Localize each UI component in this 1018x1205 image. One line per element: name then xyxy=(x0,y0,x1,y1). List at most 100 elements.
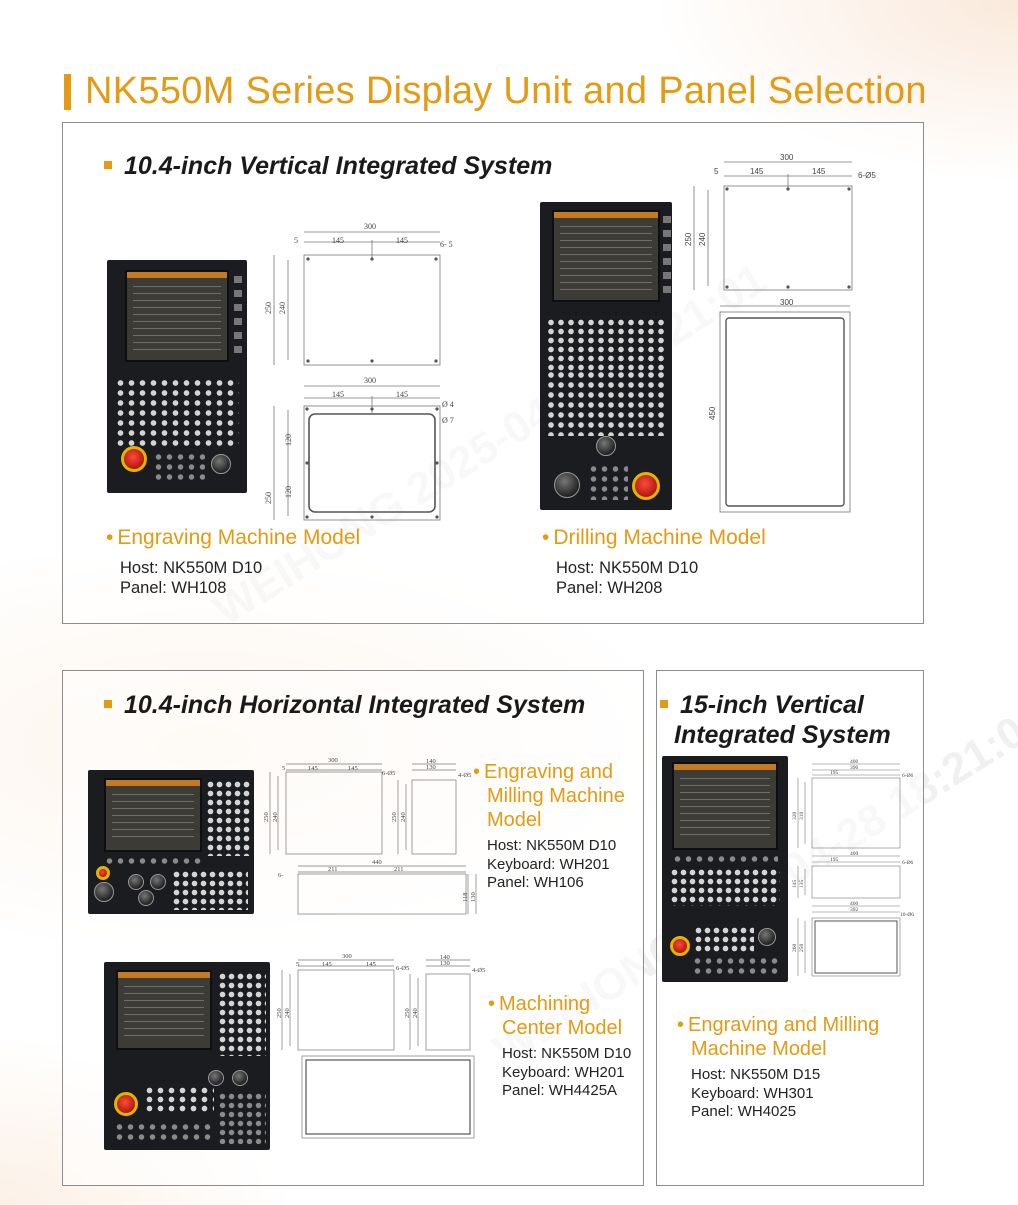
spec-keyboard: Keyboard: WH201 xyxy=(502,1063,625,1081)
bullet-square-icon xyxy=(104,161,112,169)
section-title: 10.4-inch Vertical Integrated System xyxy=(124,152,553,180)
svg-text:390: 390 xyxy=(850,765,859,771)
svg-text:310: 310 xyxy=(799,812,805,821)
engraving-panel-drawing-top: 300 5 145 145 6- 5 250 240 xyxy=(264,222,453,366)
drilling-panel-drawing-top: 300 5 145 145 6-Ø5 250 240 xyxy=(684,153,876,291)
svg-text:240: 240 xyxy=(412,1008,419,1018)
machining-center-device-image xyxy=(104,962,270,1150)
svg-text:250: 250 xyxy=(391,812,398,822)
svg-text:300: 300 xyxy=(342,953,352,960)
svg-text:300: 300 xyxy=(780,153,794,162)
svg-text:118: 118 xyxy=(462,892,469,902)
svg-text:250: 250 xyxy=(263,812,270,822)
bullet-square-icon xyxy=(660,700,668,708)
machining-center-panel-drawing: 300 5 145 145 6-Ø5 250 240 140 130 4-Ø5 … xyxy=(276,953,485,1139)
engraving-milling-device-image xyxy=(88,770,254,914)
spec-keyboard: Keyboard: WH301 xyxy=(691,1084,814,1102)
svg-text:130: 130 xyxy=(470,892,477,902)
svg-text:145: 145 xyxy=(366,961,376,968)
svg-text:240: 240 xyxy=(284,1008,291,1018)
svg-text:4-Ø5: 4-Ø5 xyxy=(472,967,485,974)
drilling-panel-drawing-bottom: 300 450 xyxy=(708,298,851,513)
svg-text:145: 145 xyxy=(348,765,358,772)
spec-panel: Panel: WH4025 xyxy=(691,1103,797,1120)
svg-text:260: 260 xyxy=(792,944,798,953)
spec-panel: Panel: WH208 xyxy=(556,579,663,597)
spec-panel: Panel: WH106 xyxy=(487,874,584,891)
model-name: Engraving Machine Model xyxy=(117,526,361,549)
svg-text:145: 145 xyxy=(332,390,344,399)
dim-height-outer: 250 xyxy=(264,302,273,314)
svg-text:120: 120 xyxy=(284,434,293,446)
svg-text:5: 5 xyxy=(282,765,285,772)
svg-text:6-Ø5: 6-Ø5 xyxy=(382,770,395,777)
svg-text:440: 440 xyxy=(372,859,382,866)
spec-keyboard: Keyboard: WH201 xyxy=(487,855,610,873)
svg-text:145: 145 xyxy=(396,390,408,399)
engraving-machine-model: •Engraving Machine Model Host: NK550M D1… xyxy=(106,526,361,597)
page-title-row: NK550M Series Display Unit and Panel Sel… xyxy=(64,70,927,113)
svg-text:145: 145 xyxy=(812,167,826,176)
svg-text:195: 195 xyxy=(830,857,839,863)
svg-text:130: 130 xyxy=(426,764,436,771)
svg-text:6-Ø5: 6-Ø5 xyxy=(396,965,409,972)
engraving-milling-machine-model: •Engraving and Milling Machine Model Hos… xyxy=(473,761,625,891)
svg-text:140: 140 xyxy=(426,758,436,765)
svg-text:5: 5 xyxy=(296,961,299,968)
spec-panel: Panel: WH108 xyxy=(120,579,227,597)
svg-text:6-Ø5: 6-Ø5 xyxy=(858,171,876,180)
svg-text:145: 145 xyxy=(322,961,332,968)
svg-text:250: 250 xyxy=(276,1008,283,1018)
svg-text:10-Ø6: 10-Ø6 xyxy=(900,912,914,918)
drilling-machine-model: •Drilling Machine Model Host: NK550M D10… xyxy=(542,526,766,597)
svg-text:6-Ø6: 6-Ø6 xyxy=(902,860,914,866)
svg-text:250: 250 xyxy=(404,1008,411,1018)
svg-text:300: 300 xyxy=(364,376,376,385)
title-accent-bar xyxy=(64,73,71,110)
dim-half2: 145 xyxy=(396,236,408,245)
svg-text:195: 195 xyxy=(830,770,839,776)
svg-text:145: 145 xyxy=(750,167,764,176)
svg-text:240: 240 xyxy=(698,232,707,246)
svg-text:250: 250 xyxy=(264,492,273,504)
drilling-machine-device-image xyxy=(540,202,672,510)
dim-height-inner: 240 xyxy=(278,302,287,314)
svg-text:Ø 4: Ø 4 xyxy=(442,400,454,409)
model-name: Drilling Machine Model xyxy=(553,526,766,549)
section-title: 10.4-inch Horizontal Integrated System xyxy=(124,691,586,719)
engraving-panel-drawing-bottom: 300 145 145 Ø 4 Ø 7 250 120 120 xyxy=(264,376,454,521)
spec-host: Host: NK550M D15 xyxy=(691,1066,821,1083)
engraving-machine-device-image xyxy=(107,260,247,493)
bullet-square-icon xyxy=(104,700,112,708)
svg-text:450: 450 xyxy=(708,406,717,420)
svg-text:400: 400 xyxy=(850,759,859,765)
svg-text:250: 250 xyxy=(799,944,805,953)
spec-host: Host: NK550M D10 xyxy=(487,837,617,854)
svg-text:140: 140 xyxy=(440,954,450,961)
dim-left: 5 xyxy=(294,236,298,245)
dim-half1: 145 xyxy=(332,236,344,245)
section-header: 10.4-inch Horizontal Integrated System xyxy=(104,690,585,720)
svg-text:211: 211 xyxy=(328,866,338,873)
svg-text:6-Ø6: 6-Ø6 xyxy=(902,773,914,779)
vertical-15-panel-drawing: 400 390 6-Ø6 195 320 310 400 195 6-Ø6 14… xyxy=(792,759,914,977)
svg-text:120: 120 xyxy=(284,486,293,498)
svg-text:250: 250 xyxy=(684,232,693,246)
svg-text:300: 300 xyxy=(328,757,338,764)
svg-text:5: 5 xyxy=(714,167,719,176)
svg-text:130: 130 xyxy=(440,960,450,967)
machining-center-model: •Machining Center Model Host: NK550M D10… xyxy=(488,993,632,1099)
spec-host: Host: NK550M D10 xyxy=(556,559,699,577)
svg-text:240: 240 xyxy=(272,812,279,822)
svg-text:145: 145 xyxy=(308,765,318,772)
svg-text:211: 211 xyxy=(394,866,404,873)
svg-text:4-Ø5: 4-Ø5 xyxy=(458,772,471,779)
svg-text:240: 240 xyxy=(400,812,407,822)
svg-text:300: 300 xyxy=(780,298,794,307)
svg-text:145: 145 xyxy=(792,880,798,889)
dim-holes: 6- 5 xyxy=(440,240,453,249)
spec-host: Host: NK550M D10 xyxy=(502,1045,632,1062)
svg-text:400: 400 xyxy=(850,851,859,857)
svg-text:400: 400 xyxy=(850,901,859,907)
page-title: NK550M Series Display Unit and Panel Sel… xyxy=(85,70,927,112)
